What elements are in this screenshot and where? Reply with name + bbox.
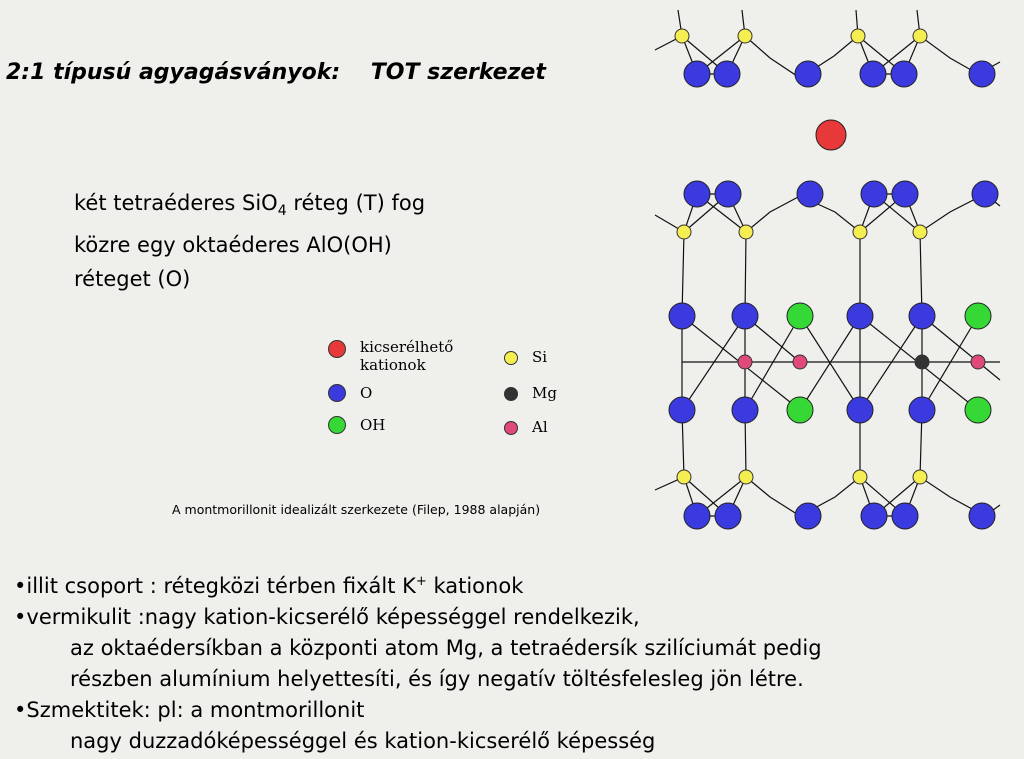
desc-line-1: két tetraéderes SiO4 réteg (T) fog (74, 191, 426, 220)
legend-item-mg: Mg (504, 384, 557, 402)
black-atom-icon (504, 387, 518, 401)
structure-description: két tetraéderes SiO4 réteg (T) fog közre… (74, 186, 425, 296)
exchangeable-cation (815, 119, 847, 151)
desc-line-3: réteget (O) (74, 267, 191, 292)
legend-item-si: Si (504, 348, 547, 366)
legend-item-al: Al (504, 418, 548, 436)
bullet-list: •illit csoport : rétegközi térben fixált… (14, 566, 1014, 757)
legend-item-o: O (328, 384, 372, 402)
bullet-illit: •illit csoport : rétegközi térben fixált… (14, 574, 524, 598)
page-title: 2:1 típusú agyagásványok: TOT szerkezet (6, 60, 546, 85)
bullet-szmektitek: •Szmektitek: pl: a montmorillonit (14, 698, 365, 722)
desc-line-2: közre egy oktaéderes AlO(OH) (74, 233, 392, 258)
oxygen-atoms (668, 60, 999, 530)
legend-item-oh: OH (328, 416, 385, 434)
red-atom-icon (328, 340, 346, 358)
bonds (654, 9, 1001, 517)
octahedral-cations (737, 354, 986, 370)
silicon-atoms (674, 28, 928, 485)
bullet-vermikulit-line-2: az oktaédersíkban a központi atom Mg, a … (70, 636, 822, 660)
yellow-atom-icon (504, 351, 518, 365)
blue-atom-icon (328, 384, 346, 402)
figure-caption: A montmorillonit idealizált szerkezete (… (172, 502, 541, 517)
bullet-vermikulit: •vermikulit :nagy kation-kicserélő képes… (14, 605, 640, 629)
green-atom-icon (328, 416, 346, 434)
bullet-szmektitek-line-2: nagy duzzadóképességgel és kation-kicser… (70, 729, 656, 753)
hydroxyl-atoms (786, 302, 992, 424)
bullet-vermikulit-line-3: részben alumínium helyettesíti, és így n… (70, 667, 804, 691)
montmorillonite-structure-diagram (654, 9, 1001, 530)
pink-atom-icon (504, 421, 518, 435)
